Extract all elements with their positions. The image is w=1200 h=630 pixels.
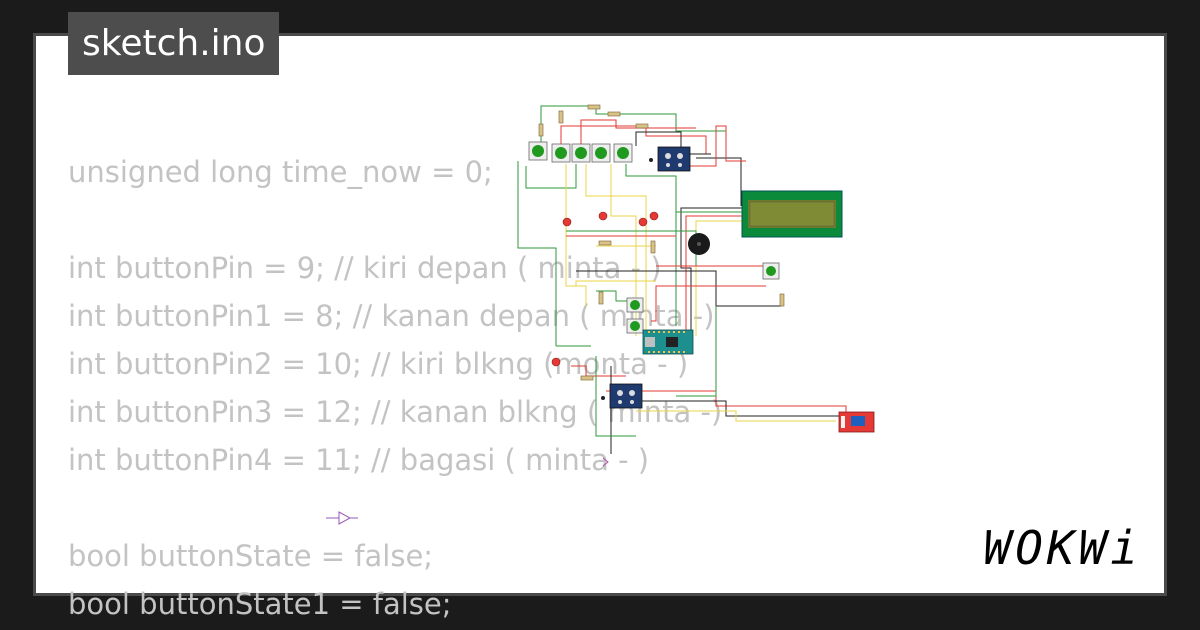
wire xyxy=(680,207,743,336)
resistor[interactable] xyxy=(587,104,601,110)
wire xyxy=(696,157,742,206)
push-button[interactable] xyxy=(551,143,571,163)
wire xyxy=(560,125,707,154)
code-line: bool buttonState = false; xyxy=(68,539,434,573)
ir-sensor-module[interactable] xyxy=(649,146,691,172)
code-line: int buttonPin = 9; // kiri depan ( minta… xyxy=(68,251,662,285)
wire xyxy=(651,285,766,322)
push-button-row xyxy=(528,141,633,163)
wire xyxy=(585,164,647,336)
push-button[interactable] xyxy=(591,143,611,163)
wire xyxy=(656,265,772,271)
wire xyxy=(576,270,782,307)
wire xyxy=(675,211,744,326)
resistor[interactable] xyxy=(558,110,564,124)
code-line: int buttonPin2 = 10; // kiri blkng (mont… xyxy=(68,347,689,381)
resistor[interactable] xyxy=(607,111,621,117)
resistor[interactable] xyxy=(580,375,594,381)
code-line: int buttonPin3 = 12; // kanan blkng ( mi… xyxy=(68,395,723,429)
led[interactable] xyxy=(649,211,659,221)
ir-sensor-module[interactable] xyxy=(601,383,643,409)
wire xyxy=(635,131,711,155)
push-button[interactable] xyxy=(528,141,548,161)
wire xyxy=(685,215,744,331)
wire xyxy=(676,306,717,397)
relay-module[interactable] xyxy=(838,411,875,433)
led[interactable] xyxy=(598,211,608,221)
led-group xyxy=(551,211,659,367)
circuit-diagram xyxy=(326,104,875,525)
wire xyxy=(621,400,841,417)
wokwi-logo[interactable]: WOKWi xyxy=(983,521,1142,575)
code-line: bool buttonState1 = false; xyxy=(68,587,452,621)
wire xyxy=(575,280,656,286)
resistor-group xyxy=(538,104,785,381)
code-line: int buttonPin4 = 11; // bagasi ( minta -… xyxy=(68,443,650,477)
push-button[interactable] xyxy=(762,262,780,280)
buzzer[interactable] xyxy=(688,233,710,255)
resistor[interactable] xyxy=(538,123,544,137)
push-button[interactable] xyxy=(626,318,644,334)
wire xyxy=(686,125,746,167)
resistor[interactable] xyxy=(650,240,656,254)
led[interactable] xyxy=(551,357,561,367)
lcd-display[interactable] xyxy=(741,190,843,238)
resistor[interactable] xyxy=(598,240,612,246)
wire xyxy=(517,161,557,346)
wire xyxy=(695,220,744,336)
resistor[interactable] xyxy=(598,291,604,305)
diode-icon xyxy=(326,511,358,525)
wire xyxy=(606,390,847,414)
code-line: int buttonPin1 = 8; // kanan depan ( min… xyxy=(68,299,715,333)
push-button[interactable] xyxy=(613,143,633,163)
wire xyxy=(540,105,727,156)
wire xyxy=(525,164,577,189)
push-button[interactable] xyxy=(571,143,591,163)
code-line: unsigned long time_now = 0; xyxy=(68,155,493,189)
led[interactable] xyxy=(638,217,648,227)
resistor[interactable] xyxy=(779,293,785,307)
wire xyxy=(636,410,836,422)
preview-card: unsigned long time_now = 0; int buttonPin… xyxy=(33,33,1167,621)
wire xyxy=(610,164,637,336)
file-name-tag[interactable]: sketch.ino xyxy=(68,12,280,75)
arduino-nano[interactable] xyxy=(642,329,694,355)
wire xyxy=(596,290,636,302)
resistor[interactable] xyxy=(635,123,649,129)
wire xyxy=(595,356,636,437)
pointer-icon xyxy=(602,457,609,467)
push-button[interactable] xyxy=(626,297,644,313)
led[interactable] xyxy=(562,217,572,227)
code-preview: unsigned long time_now = 0; int buttonPin… xyxy=(68,148,722,628)
wire xyxy=(571,365,626,377)
